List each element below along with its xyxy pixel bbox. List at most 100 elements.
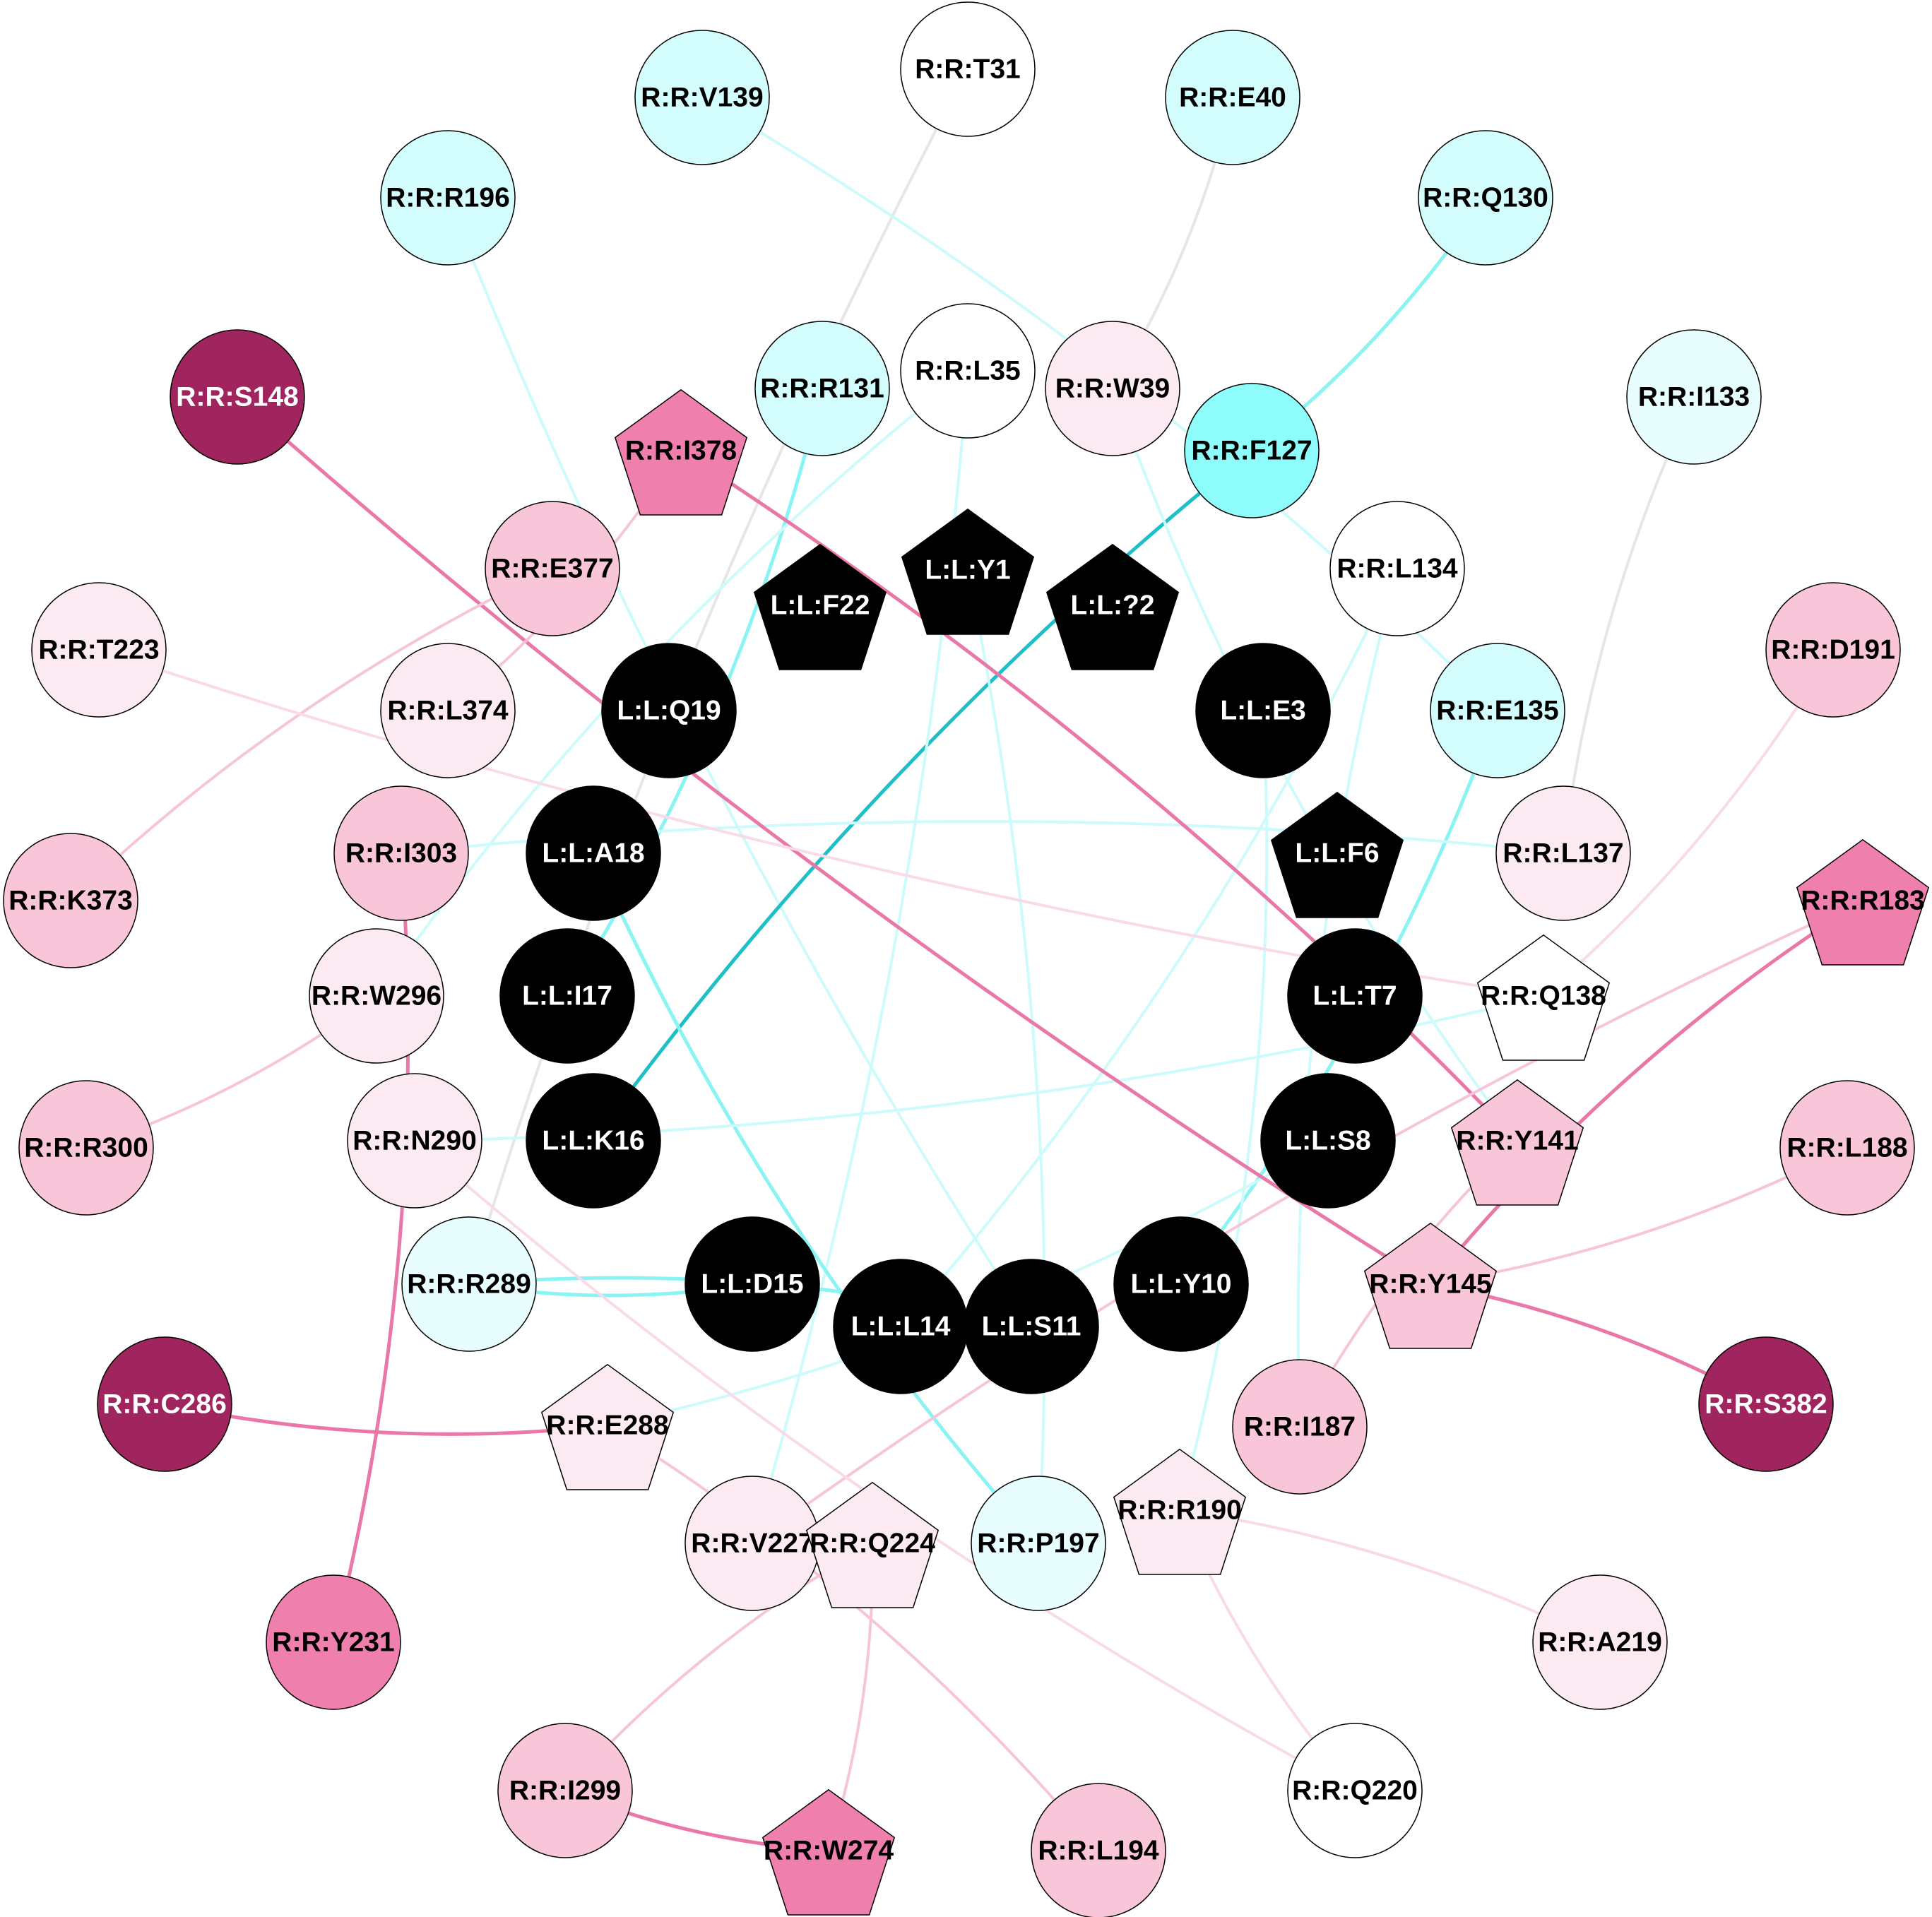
node-label: L:L:E3	[1220, 696, 1305, 726]
node-l-l-i17[interactable]: L:L:I17	[499, 928, 635, 1064]
circle-node-shape	[380, 643, 516, 778]
node-r-r-s382[interactable]: R:R:S382	[1698, 1336, 1834, 1472]
node-r-r-w296[interactable]: R:R:W296	[309, 928, 444, 1064]
node-label: R:R:Q130	[1423, 183, 1548, 213]
node-label: R:R:E40	[1179, 83, 1286, 113]
node-l-l-y10[interactable]: L:L:Y10	[1113, 1216, 1249, 1352]
node-r-r-p197[interactable]: R:R:P197	[971, 1476, 1106, 1611]
node-l-l-s11[interactable]: L:L:S11	[964, 1259, 1099, 1394]
node-r-r-q138[interactable]: R:R:Q138	[1476, 934, 1611, 1061]
circle-node-shape	[1184, 383, 1320, 518]
node-r-r-d191[interactable]: R:R:D191	[1765, 582, 1901, 718]
node-l-l-q19[interactable]: L:L:Q19	[601, 643, 737, 778]
node-r-r-w274[interactable]: R:R:W274	[761, 1788, 896, 1916]
node-r-r-l194[interactable]: R:R:L194	[1031, 1783, 1166, 1917]
node-r-r-l188[interactable]: R:R:L188	[1779, 1080, 1915, 1216]
circle-node-shape	[485, 501, 620, 636]
node-r-r-r131[interactable]: R:R:R131	[754, 321, 890, 456]
node-r-r-t31[interactable]: R:R:T31	[900, 1, 1036, 137]
circle-node-shape	[401, 1216, 537, 1352]
edge-l-l-y1-r-r-p197	[966, 569, 1046, 1545]
circle-node-shape	[1232, 1359, 1368, 1495]
node-r-r-c286[interactable]: R:R:C286	[97, 1336, 232, 1472]
node-r-r-y141[interactable]: R:R:Y141	[1450, 1079, 1584, 1206]
pentagon-node-shape	[1045, 543, 1180, 670]
node-l-l-t7[interactable]: L:L:T7	[1287, 928, 1423, 1064]
node-r-r-n290[interactable]: R:R:N290	[347, 1073, 482, 1209]
node-r-r-i133[interactable]: R:R:I133	[1626, 329, 1762, 465]
node-r-r-q130[interactable]: R:R:Q130	[1418, 130, 1553, 266]
pentagon-node-shape	[761, 1788, 896, 1916]
node-label: R:R:Q224	[810, 1529, 935, 1559]
node-l-l-d15[interactable]: L:L:D15	[685, 1216, 820, 1352]
node-r-r-i378[interactable]: R:R:I378	[614, 388, 748, 516]
node-label: L:L:Y10	[1130, 1269, 1231, 1300]
node-r-r-i299[interactable]: R:R:I299	[497, 1723, 633, 1858]
node-r-r-r190[interactable]: R:R:R190	[1113, 1448, 1247, 1575]
node-label: R:R:I378	[625, 436, 737, 466]
node-label: R:R:I133	[1638, 382, 1750, 413]
node-r-r-k373[interactable]: R:R:K373	[3, 833, 138, 968]
node-label: R:R:L134	[1337, 554, 1458, 584]
circle-node-shape	[971, 1476, 1106, 1611]
node-r-r-l35[interactable]: R:R:L35	[900, 303, 1036, 439]
node-l-l-y1[interactable]: L:L:Y1	[901, 508, 1035, 635]
node-l-l-f22[interactable]: L:L:F22	[753, 543, 887, 670]
node-l-l-2[interactable]: L:L:?2	[1045, 543, 1180, 670]
node-r-r-i303[interactable]: R:R:I303	[333, 785, 469, 921]
node-r-r-s148[interactable]: R:R:S148	[170, 329, 305, 465]
edge-r-r-i133-r-r-l137	[1562, 396, 1695, 855]
node-l-l-f6[interactable]: L:L:F6	[1270, 791, 1404, 918]
node-r-r-e40[interactable]: R:R:E40	[1165, 30, 1300, 165]
node-r-r-l374[interactable]: R:R:L374	[380, 643, 516, 778]
node-label: L:L:S11	[982, 1312, 1081, 1342]
circle-node-shape	[380, 130, 516, 266]
node-r-r-r300[interactable]: R:R:R300	[18, 1080, 154, 1216]
node-label: R:R:R289	[407, 1269, 531, 1300]
node-r-r-l134[interactable]: R:R:L134	[1329, 501, 1465, 636]
node-r-r-v227[interactable]: R:R:V227	[685, 1476, 820, 1611]
node-r-r-r289[interactable]: R:R:R289	[401, 1216, 537, 1352]
node-r-r-q220[interactable]: R:R:Q220	[1287, 1723, 1423, 1858]
node-r-r-l137[interactable]: R:R:L137	[1495, 785, 1631, 921]
circle-node-shape	[1195, 643, 1331, 778]
node-r-r-r183[interactable]: R:R:R183	[1796, 838, 1930, 966]
circle-node-shape	[31, 582, 167, 718]
node-r-r-e377[interactable]: R:R:E377	[485, 501, 620, 636]
circle-node-shape	[1765, 582, 1901, 718]
node-r-r-a219[interactable]: R:R:A219	[1532, 1574, 1668, 1710]
node-label: R:R:R183	[1801, 886, 1925, 916]
node-r-r-e135[interactable]: R:R:E135	[1430, 643, 1565, 778]
node-r-r-r196[interactable]: R:R:R196	[380, 130, 516, 266]
node-r-r-y231[interactable]: R:R:Y231	[266, 1574, 401, 1710]
node-label: R:R:E135	[1436, 696, 1558, 726]
edge-r-r-e377-r-r-k373	[69, 567, 554, 902]
node-r-r-t223[interactable]: R:R:T223	[31, 582, 167, 718]
circle-node-shape	[1113, 1216, 1249, 1352]
node-label: L:L:F6	[1295, 838, 1379, 869]
node-label: L:L:Q19	[617, 696, 721, 726]
node-l-l-l14[interactable]: L:L:L14	[833, 1259, 968, 1394]
node-r-r-e288[interactable]: R:R:E288	[540, 1363, 675, 1490]
node-r-r-y145[interactable]: R:R:Y145	[1363, 1222, 1498, 1349]
node-label: R:R:W296	[312, 981, 441, 1011]
node-r-r-i187[interactable]: R:R:I187	[1232, 1359, 1368, 1495]
node-r-r-v139[interactable]: R:R:V139	[634, 30, 770, 165]
node-r-r-w39[interactable]: R:R:W39	[1045, 321, 1180, 456]
node-l-l-e3[interactable]: L:L:E3	[1195, 643, 1331, 778]
node-r-r-f127[interactable]: R:R:F127	[1184, 383, 1320, 518]
pentagon-node-shape	[1113, 1448, 1247, 1575]
circle-node-shape	[634, 30, 770, 165]
circle-node-shape	[1045, 321, 1180, 456]
circle-node-shape	[170, 329, 305, 465]
node-l-l-s8[interactable]: L:L:S8	[1260, 1073, 1396, 1209]
circle-node-shape	[3, 833, 138, 968]
node-l-l-a18[interactable]: L:L:A18	[526, 785, 661, 921]
node-l-l-k16[interactable]: L:L:K16	[526, 1073, 661, 1209]
node-r-r-q224[interactable]: R:R:Q224	[805, 1481, 940, 1608]
circle-node-shape	[18, 1080, 154, 1216]
node-label: R:R:T31	[915, 54, 1021, 85]
pentagon-node-shape	[1450, 1079, 1584, 1206]
circle-node-shape	[601, 643, 737, 778]
